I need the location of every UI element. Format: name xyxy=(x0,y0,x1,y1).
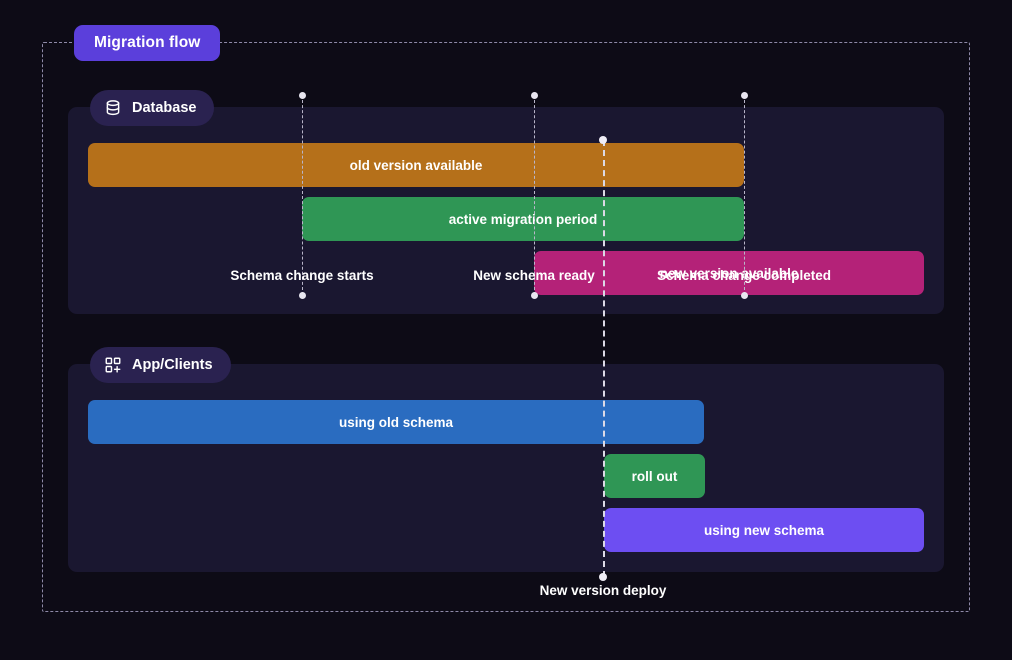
diagram-title-pill: Migration flow xyxy=(74,25,221,61)
bar-new-version-available: new version available xyxy=(534,251,924,295)
bar-using-new-schema: using new schema xyxy=(604,508,924,552)
diagram-title-label: Migration flow xyxy=(94,34,201,51)
lane-pill-database: Database xyxy=(90,90,215,126)
bar-label: using new schema xyxy=(703,522,825,538)
bar-roll-out: roll out xyxy=(604,454,705,498)
bar-using-old-schema: using old schema xyxy=(88,400,704,444)
bar-label: old version available xyxy=(349,157,483,173)
bar-label: active migration period xyxy=(448,211,598,227)
bar-old-version-available: old version available xyxy=(88,143,744,187)
milestone-line xyxy=(302,95,303,295)
milestone-dot-top xyxy=(740,91,748,99)
milestone-dot-bottom xyxy=(599,573,607,581)
milestone-line xyxy=(534,95,535,295)
database-icon xyxy=(104,99,122,117)
milestone-dot-top xyxy=(599,136,607,144)
lane-pill-app-clients: App/Clients xyxy=(90,347,231,383)
milestone-dot-bottom xyxy=(530,291,538,299)
milestone-label-new-schema-ready: New schema ready xyxy=(473,268,595,283)
lane-label-app-clients: App/Clients xyxy=(132,357,213,373)
milestone-dot-top xyxy=(298,91,306,99)
bar-label: new version available xyxy=(659,265,799,281)
milestone-dot-top xyxy=(530,91,538,99)
milestone-label-schema-change-starts: Schema change starts xyxy=(230,268,374,283)
bar-label: roll out xyxy=(631,468,678,484)
bar-active-migration-period: active migration period xyxy=(302,197,744,241)
milestone-line xyxy=(603,140,605,577)
milestone-label-schema-change-completed: Schema change completed xyxy=(656,268,832,283)
lane-label-database: Database xyxy=(132,100,197,116)
diagram-outer-frame xyxy=(42,42,970,612)
milestone-dot-bottom xyxy=(740,291,748,299)
grid-plus-icon xyxy=(104,356,122,374)
milestone-label-new-version-deploy: New version deploy xyxy=(539,583,667,598)
milestone-dot-bottom xyxy=(298,291,306,299)
milestone-line xyxy=(744,95,745,295)
bar-label: using old schema xyxy=(338,414,454,430)
